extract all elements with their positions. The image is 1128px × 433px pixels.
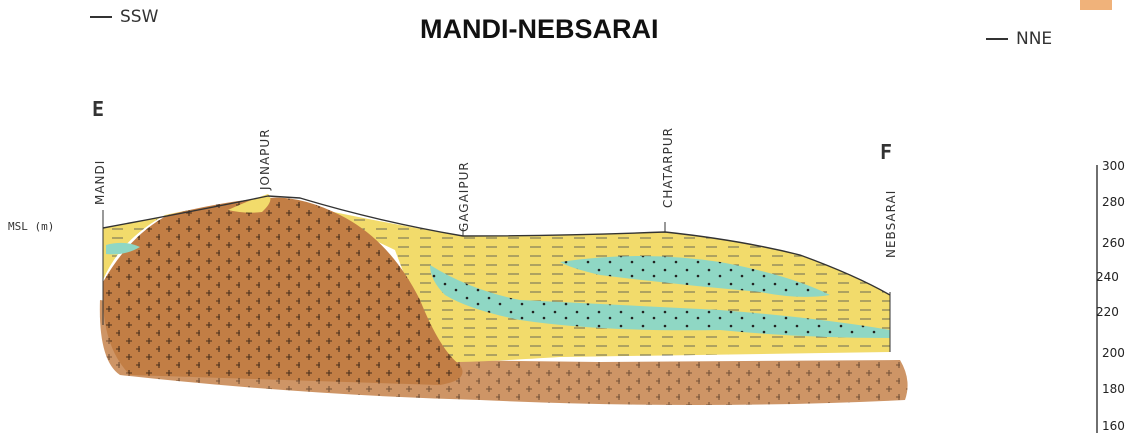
scale-tick: 180 <box>1102 382 1125 396</box>
direction-arrow-icon <box>986 38 1008 40</box>
scale-tick: 300 <box>1102 159 1125 173</box>
direction-right-label: NNE <box>1016 29 1052 49</box>
scale-tick: 240 <box>1096 270 1119 284</box>
scale-tick: 260 <box>1102 236 1125 250</box>
locality-label: JONAPUR <box>258 128 272 190</box>
locality-label: CHATARPUR <box>661 127 675 208</box>
locality-label: GAGAIPUR <box>457 161 471 232</box>
page-title: MANDI-NEBSARAI <box>420 14 659 45</box>
direction-right: NNE <box>986 29 1052 49</box>
direction-left-label: SSW <box>120 7 158 27</box>
scale-tick: 280 <box>1102 195 1125 209</box>
direction-arrow-icon <box>90 16 112 18</box>
scale-tick: 160 <box>1102 419 1125 433</box>
scale-tick: 220 <box>1096 305 1119 319</box>
msl-axis-label: MSL (m) <box>8 220 54 233</box>
corner-color-mark <box>1080 0 1112 10</box>
section-start-label: E <box>92 97 104 121</box>
locality-label: NEBSARAI <box>884 190 898 258</box>
direction-left: SSW <box>90 7 158 27</box>
scale-tick: 200 <box>1102 346 1125 360</box>
section-end-label: F <box>880 140 892 164</box>
locality-label: MANDI <box>93 160 107 205</box>
